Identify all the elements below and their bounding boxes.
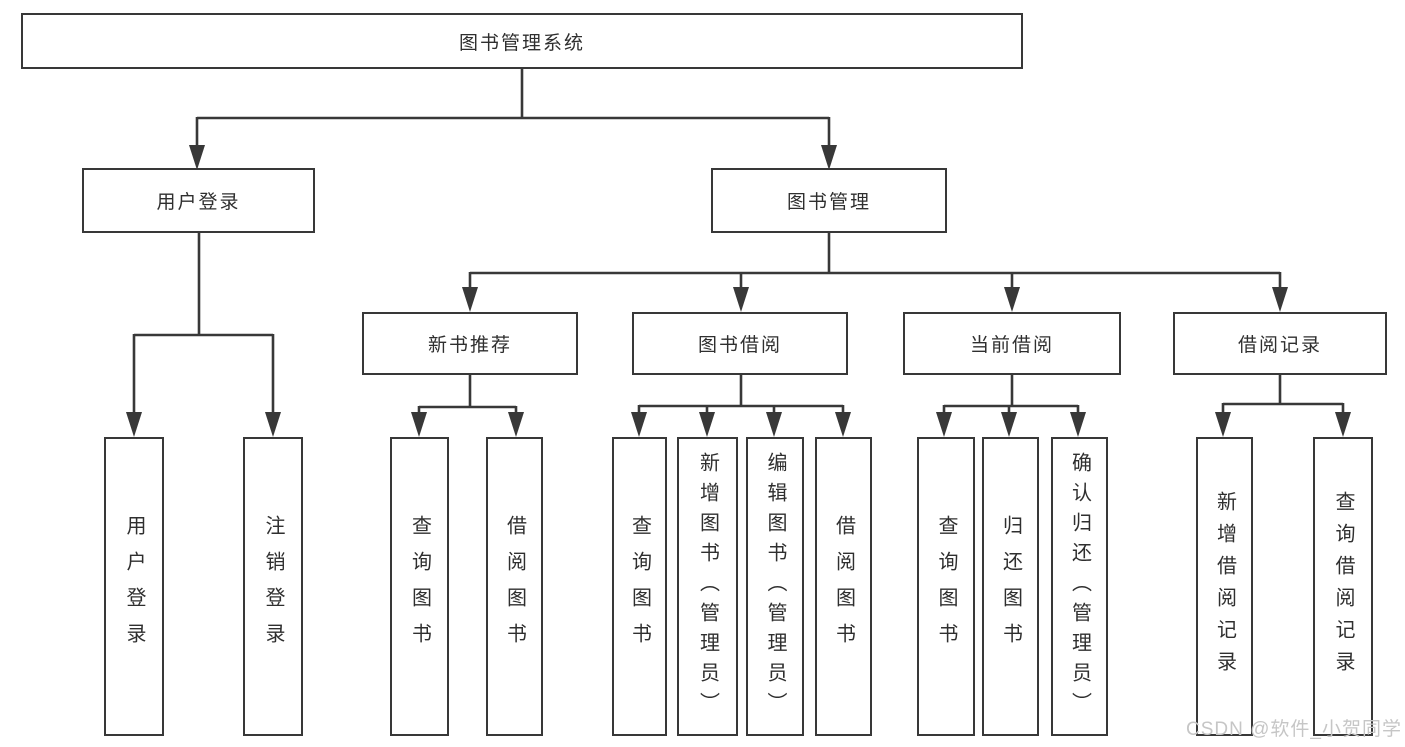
- leaf-return-books: 归还图书: [982, 437, 1039, 736]
- node-label: 编辑图书（管理员）: [764, 451, 786, 722]
- arrow-down-icon: [1070, 412, 1086, 437]
- leaf-confirm-return-admin: 确认归还（管理员）: [1051, 437, 1108, 736]
- arrow-down-icon: [126, 412, 142, 437]
- node-label: 图书管理系统: [458, 32, 585, 54]
- arrow-down-icon: [1335, 412, 1351, 437]
- leaf-query-borrow-record: 查询借阅记录: [1313, 437, 1373, 736]
- leaf-query-books-1: 查询图书: [390, 437, 449, 736]
- leaf-borrow-books-2: 借阅图书: [815, 437, 872, 736]
- node-label: 注销登录: [262, 514, 284, 659]
- leaf-query-books-2: 查询图书: [612, 437, 667, 736]
- arrow-down-icon: [265, 412, 281, 437]
- node-label: 当前借阅: [969, 335, 1054, 356]
- node-current-borrowing: 当前借阅: [903, 312, 1121, 375]
- leaf-logout: 注销登录: [243, 437, 303, 736]
- node-label: 归还图书: [999, 514, 1022, 659]
- leaf-query-books-3: 查询图书: [917, 437, 975, 736]
- node-label: 借阅图书: [832, 514, 855, 659]
- arrow-down-icon: [699, 412, 715, 437]
- node-library-system: 图书管理系统: [21, 13, 1023, 69]
- node-label: 查询图书: [408, 514, 431, 659]
- node-label: 查询图书: [628, 514, 651, 659]
- node-book-management: 图书管理: [711, 168, 947, 233]
- leaf-user-login: 用户登录: [104, 437, 164, 736]
- arrow-down-icon: [1001, 412, 1017, 437]
- arrow-down-icon: [835, 412, 851, 437]
- node-label: 确认归还（管理员）: [1068, 451, 1091, 722]
- node-label: 新增借阅记录: [1213, 490, 1236, 683]
- arrow-down-icon: [1272, 287, 1288, 312]
- leaf-add-borrow-record: 新增借阅记录: [1196, 437, 1253, 736]
- arrow-down-icon: [411, 412, 427, 437]
- node-label: 新增图书（管理员）: [696, 451, 719, 722]
- node-label: 用户登录: [156, 192, 241, 213]
- node-label: 查询图书: [935, 514, 957, 659]
- node-label: 借阅图书: [503, 514, 526, 659]
- node-user-login: 用户登录: [82, 168, 315, 233]
- node-label: 用户登录: [123, 514, 145, 659]
- arrow-down-icon: [821, 145, 837, 170]
- node-book-borrowing: 图书借阅: [632, 312, 848, 375]
- arrow-down-icon: [1004, 287, 1020, 312]
- leaf-add-books-admin: 新增图书（管理员）: [677, 437, 738, 736]
- node-label: 新书推荐: [427, 335, 512, 356]
- node-label: 借阅记录: [1237, 335, 1322, 356]
- arrow-down-icon: [631, 412, 647, 437]
- leaf-borrow-books-1: 借阅图书: [486, 437, 543, 736]
- watermark: CSDN @软件_小贺同学: [1186, 719, 1402, 740]
- node-new-book-recommend: 新书推荐: [362, 312, 578, 375]
- arrow-down-icon: [1215, 412, 1231, 437]
- node-label: 查询借阅记录: [1332, 490, 1354, 683]
- arrow-down-icon: [733, 287, 749, 312]
- leaf-edit-books-admin: 编辑图书（管理员）: [746, 437, 804, 736]
- arrow-down-icon: [936, 412, 952, 437]
- node-borrow-records: 借阅记录: [1173, 312, 1387, 375]
- node-label: 图书借阅: [697, 335, 782, 356]
- arrow-down-icon: [189, 145, 205, 170]
- node-label: 图书管理: [786, 192, 871, 213]
- arrow-down-icon: [508, 412, 524, 437]
- arrow-down-icon: [766, 412, 782, 437]
- arrow-down-icon: [462, 287, 478, 312]
